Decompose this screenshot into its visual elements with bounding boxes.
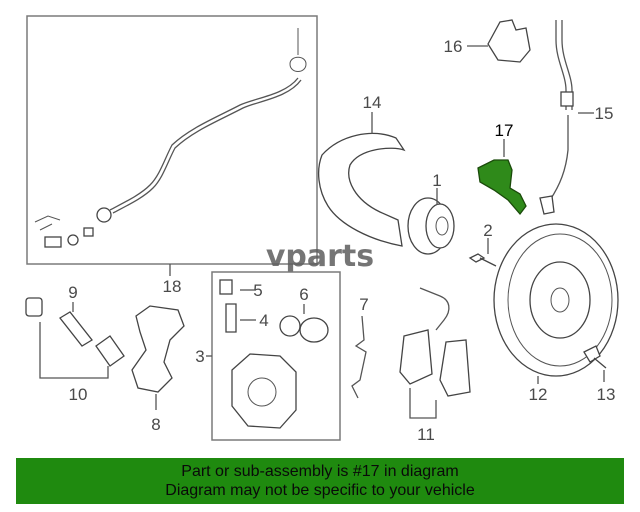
callout-4: 4 [259, 311, 268, 330]
vparts-logo: vparts [266, 239, 374, 274]
group-18-frame [26, 15, 318, 265]
rotor-center-bore [550, 287, 570, 313]
bracket-17-highlighted [477, 159, 527, 216]
callout-7: 7 [359, 295, 368, 314]
sensor-wire-outline [112, 79, 302, 214]
plug-seal [83, 227, 94, 237]
hub-body [425, 203, 455, 249]
callout-5: 5 [253, 281, 262, 300]
caliper-housing [231, 353, 297, 429]
callout-3: 3 [195, 347, 204, 366]
hose-fitting [560, 91, 574, 107]
rotor-friction-face [507, 233, 613, 367]
screw-13 [583, 345, 607, 369]
callout-18: 18 [163, 277, 182, 296]
leader-11 [409, 388, 437, 419]
info-banner: Part or sub-assembly is #17 in diagram D… [16, 458, 624, 504]
callout-13: 13 [597, 385, 616, 404]
group-3-caliper [211, 271, 341, 441]
callout-1: 1 [432, 171, 441, 190]
guide-pin-5 [219, 279, 233, 295]
guide-pin-kit-10 [25, 297, 125, 367]
brake-hose-15 [539, 20, 574, 215]
guide-boot [95, 335, 125, 367]
caliper-carrier-8 [131, 305, 185, 393]
bracket-16 [487, 19, 531, 63]
rotor-12 [493, 223, 619, 377]
spring-clip-7 [351, 315, 367, 399]
callout-16: 16 [444, 37, 463, 56]
parts-diagram: 18 16 15 17 14 1 2 vparts 12 [25, 15, 619, 444]
wear-sensor-wire [419, 287, 450, 331]
callout-6: 6 [299, 285, 308, 304]
hose-lower [549, 115, 569, 201]
hose-upper [555, 20, 567, 110]
callout-10: 10 [69, 385, 88, 404]
splash-shield-14 [317, 132, 406, 247]
group-18-wiring [26, 15, 318, 265]
sensor-wire [109, 77, 299, 211]
wire-grommet [96, 207, 112, 223]
banner-line-2: Diagram may not be specific to your vehi… [165, 482, 475, 499]
plug-connector [44, 236, 62, 248]
bleeder-4 [225, 303, 237, 333]
plug-cap [67, 234, 79, 246]
wire-clip [34, 215, 61, 231]
seal-6 [279, 315, 301, 337]
hub-bore [435, 216, 449, 236]
inner-pad [399, 329, 433, 385]
callout-15: 15 [595, 104, 614, 123]
callout-8: 8 [151, 415, 160, 434]
wire-connector-top [289, 28, 307, 72]
callout-9: 9 [68, 283, 77, 302]
piston-6 [299, 317, 329, 343]
brake-pads-11 [399, 287, 471, 397]
callout-11: 11 [417, 425, 435, 444]
callout-12: 12 [529, 385, 548, 404]
callout-14: 14 [363, 93, 382, 112]
leader-10 [39, 322, 109, 379]
callout-17: 17 [495, 121, 514, 140]
guide-pin-9 [59, 311, 93, 347]
bolt-2 [468, 253, 497, 267]
hose-upper-outline [561, 20, 573, 110]
guide-bushing [25, 297, 43, 317]
hub-1 [407, 197, 455, 255]
banner-line-1: Part or sub-assembly is #17 in diagram [181, 463, 459, 480]
rotor-hat [529, 261, 591, 339]
outer-pad [439, 339, 471, 397]
callout-2: 2 [483, 221, 492, 240]
caliper-bore [247, 377, 277, 407]
hose-end [539, 195, 555, 215]
